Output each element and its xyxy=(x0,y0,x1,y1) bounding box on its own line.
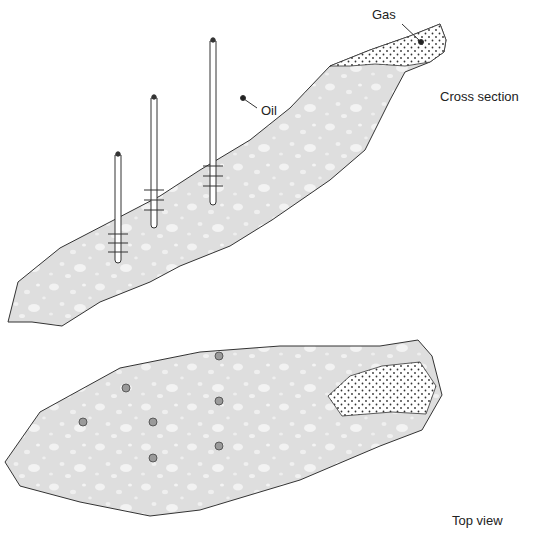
wells xyxy=(108,38,223,263)
reservoir-cross-section xyxy=(8,24,446,326)
gas-cap-top-view xyxy=(328,362,436,416)
oil-label: Oil xyxy=(261,104,277,118)
gas-cap xyxy=(330,24,446,66)
gas-label: Gas xyxy=(372,8,396,22)
leader-lines xyxy=(241,24,424,108)
reservoir-top-view xyxy=(5,340,442,516)
view-title: Cross section xyxy=(440,90,519,104)
well-locations xyxy=(79,352,223,462)
view-title: Top view xyxy=(452,514,503,528)
